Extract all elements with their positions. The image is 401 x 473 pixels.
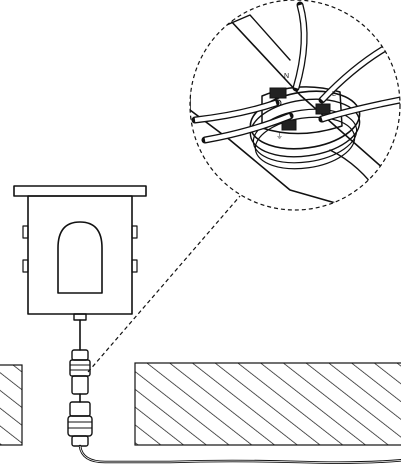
terminal-label-n: N: [284, 73, 289, 80]
ground-lamp-fixture: [13, 185, 147, 321]
lens-window: [57, 221, 103, 294]
terminal-label-l: L: [332, 91, 336, 98]
ground-slab-right: [134, 362, 401, 446]
terminal-block-l: [315, 103, 331, 115]
ground-symbol-icon: ⏚: [276, 132, 283, 140]
buried-cable: [78, 444, 401, 464]
ground-slab-left: [0, 364, 23, 446]
detail-zoom-circle: N L ⏚: [189, 0, 401, 211]
callout-leader-line: [87, 195, 241, 373]
terminal-block-n: [269, 87, 287, 99]
waterproof-connector: [67, 349, 93, 447]
detail-circle-outline: [189, 0, 401, 211]
